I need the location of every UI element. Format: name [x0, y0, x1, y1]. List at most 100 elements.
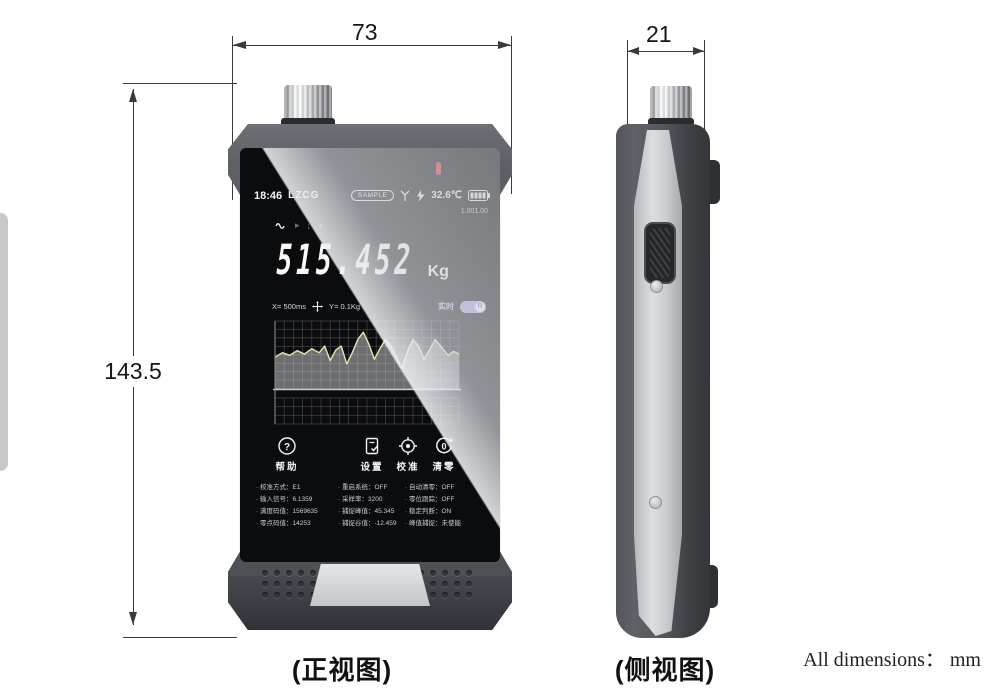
- side-grip-button[interactable]: [644, 222, 676, 284]
- extension-line: [123, 637, 237, 638]
- extension-line: [627, 40, 628, 130]
- param-row: 输入信号6.1359: [256, 494, 318, 506]
- speaker-dot: [298, 581, 304, 587]
- speaker-dot: [442, 581, 448, 587]
- connector-ring: [281, 118, 335, 127]
- nav-settings-button[interactable]: 设置: [352, 436, 392, 473]
- load-cell-connector-side: [650, 86, 692, 122]
- realtime-mode-label: 实时: [438, 302, 454, 311]
- drag-cross-icon: [311, 301, 323, 312]
- temperature-readout: 32.6℃: [431, 190, 462, 201]
- speaker-dot: [466, 570, 472, 576]
- help-icon: ?: [278, 437, 296, 455]
- brand-label: LZCG: [288, 190, 320, 201]
- speaker-dot: [310, 581, 316, 587]
- param-row: 稳定判断ON: [405, 506, 461, 518]
- dim-arrow: [693, 47, 704, 55]
- side-body-shell: [616, 124, 710, 638]
- power-led: [436, 162, 441, 175]
- speaker-dot: [262, 592, 268, 598]
- param-column-1: 校准方式E1输入信号6.1359满度码值1569635零点码值14253: [256, 482, 318, 530]
- dim-side-width-line: [628, 51, 704, 52]
- dim-side-width-label: 21: [646, 21, 672, 47]
- speaker-dot: [430, 592, 436, 598]
- screw: [650, 280, 663, 293]
- param-row: 峰值捕捉未使能: [405, 518, 461, 530]
- calibrate-icon: [399, 437, 417, 455]
- speaker-dot: [286, 581, 292, 587]
- down-arrow-icon: ↓: [306, 220, 312, 231]
- side-view-caption: (侧视图): [614, 655, 716, 685]
- front-hardware-button[interactable]: [310, 564, 430, 606]
- speaker-dot: [442, 592, 448, 598]
- cropped-device-edge: [0, 213, 8, 471]
- extension-line: [511, 36, 512, 194]
- speaker-dot: [454, 592, 460, 598]
- front-device-body: 18:46 LZCG SAMPLE 32.6℃: [228, 124, 512, 630]
- nav-zero-button[interactable]: 0 清零: [424, 436, 464, 473]
- dim-arrow: [498, 41, 511, 49]
- wave-icon: [275, 222, 285, 229]
- nav-help-button[interactable]: ? 帮助: [267, 436, 307, 473]
- screw: [649, 496, 662, 509]
- extension-line: [123, 83, 237, 84]
- speaker-dot: [274, 592, 280, 598]
- speaker-dot: [310, 570, 316, 576]
- device-screen: 18:46 LZCG SAMPLE 32.6℃: [240, 148, 500, 562]
- svg-text:?: ?: [284, 442, 290, 453]
- speaker-dot: [262, 581, 268, 587]
- waveform-chart: [273, 318, 461, 431]
- param-row: 捕捉谷值-12.459: [338, 518, 397, 530]
- param-column-2: 重启系统OFF采样率3200捕捉峰值45.345捕捉谷值-12.459: [338, 482, 397, 530]
- param-column-3: 自动清零OFF零位跟踪OFF稳定判断ON峰值捕捉未使能: [405, 482, 461, 530]
- speaker-dot: [466, 581, 472, 587]
- side-silver-strip: [634, 130, 682, 636]
- y-scale-label: Y= 0.1Kg: [328, 302, 361, 311]
- speaker-dot: [298, 570, 304, 576]
- param-row: 满度码值1569635: [256, 506, 318, 518]
- param-row: 重启系统OFF: [338, 482, 397, 494]
- speaker-dot: [262, 570, 268, 576]
- speaker-dot: [454, 570, 460, 576]
- connector-ring-side: [648, 118, 694, 126]
- clock-time: 18:46: [254, 189, 283, 202]
- dim-front-width-line: [233, 45, 511, 46]
- status-bar: 18:46 LZCG SAMPLE 32.6℃: [254, 188, 490, 203]
- nav-calibrate-button[interactable]: 校准: [388, 436, 428, 473]
- x-scale-label: X= 500ms: [272, 302, 306, 311]
- param-row: 采样率3200: [338, 494, 397, 506]
- firmware-version: 1.001.00: [460, 208, 488, 215]
- speaker-dot: [298, 592, 304, 598]
- toggle-knob[interactable]: R: [475, 301, 485, 312]
- dim-arrow: [233, 41, 246, 49]
- speaker-dot: [430, 570, 436, 576]
- units-note: All dimensions： mm: [803, 649, 981, 671]
- hold-indicator-icon: ▸: [295, 220, 300, 230]
- speaker-dot: [274, 581, 280, 587]
- weight-unit: Kg: [427, 263, 449, 280]
- param-row: 自动清零OFF: [405, 482, 461, 494]
- battery-icon: [468, 190, 490, 201]
- extension-line: [704, 40, 705, 130]
- dim-height-label: 143.5: [89, 356, 177, 387]
- weight-value: 515.452: [275, 237, 416, 286]
- load-cell-connector: [284, 85, 332, 122]
- param-row: 零点码值14253: [256, 518, 318, 530]
- speaker-dot: [442, 570, 448, 576]
- svg-text:0: 0: [441, 441, 446, 451]
- zero-reset-icon: 0: [436, 437, 454, 454]
- realtime-toggle[interactable]: R: [460, 300, 486, 313]
- indicator-icon-row: ▸ ↓ +: [274, 220, 323, 231]
- chart-scale-bar: X= 500ms Y= 0.1Kg 实时 R: [272, 300, 486, 313]
- charging-bolt-icon: [417, 189, 425, 202]
- side-device-body: [616, 124, 722, 638]
- sample-badge: SAMPLE: [350, 190, 395, 201]
- speaker-grille-left: [262, 570, 316, 598]
- dim-front-width-label: 73: [352, 19, 378, 45]
- dim-arrow: [129, 612, 137, 625]
- extension-line: [232, 36, 233, 200]
- speaker-dot: [466, 592, 472, 598]
- speaker-dot: [286, 592, 292, 598]
- settings-icon: [365, 437, 379, 455]
